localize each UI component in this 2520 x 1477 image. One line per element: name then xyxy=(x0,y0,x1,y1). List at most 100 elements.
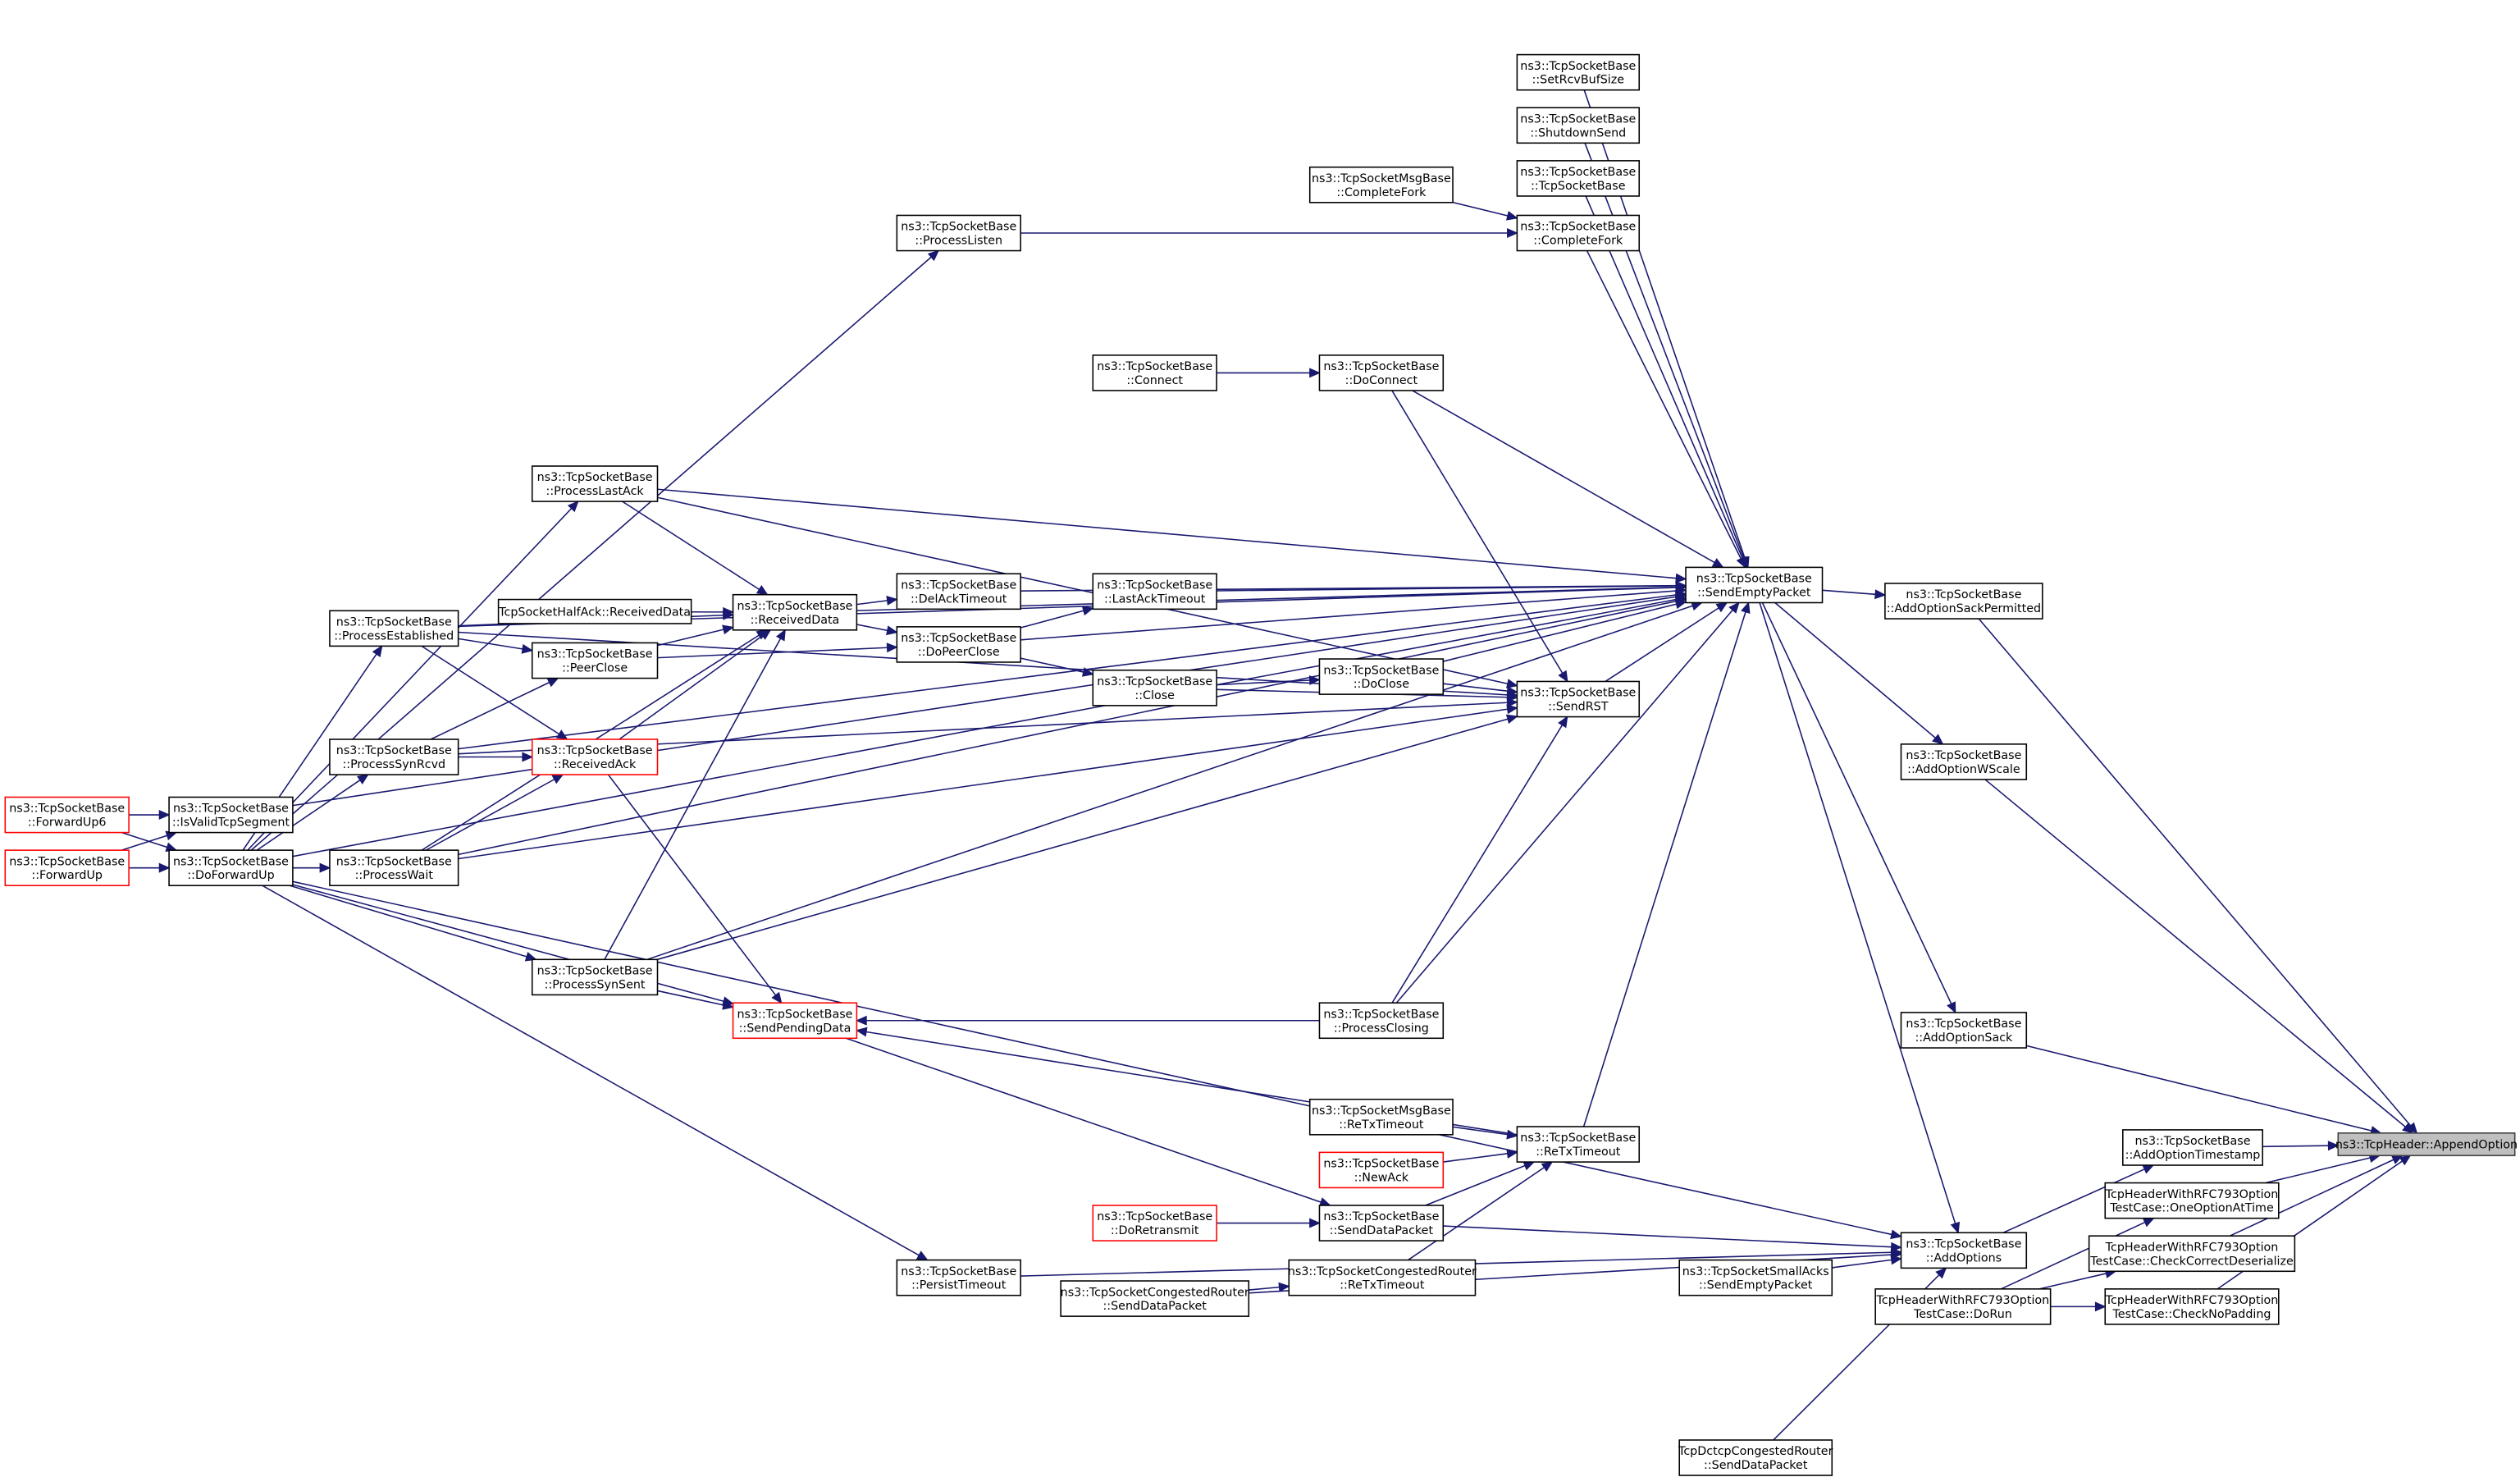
graph-node-rst[interactable]: ns3::TcpSocketBase::SendRST xyxy=(1516,680,1641,718)
node-label: ::PeerClose xyxy=(562,662,628,675)
node-label: ns3::TcpSocketBase xyxy=(1906,1017,2021,1031)
node-label: ::TcpSocketBase xyxy=(1531,180,1626,193)
graph-node-dcsdp[interactable]: TcpDctcpCongestedRouter::SendDataPacket xyxy=(1678,1439,1833,1476)
graph-node-rd[interactable]: ns3::TcpSocketBase::ReceivedData xyxy=(732,593,858,631)
graph-node-mcf[interactable]: ns3::TcpSocketMsgBase::CompleteFork xyxy=(1308,166,1454,203)
graph-node-ivs[interactable]: ns3::TcpSocketBase::IsValidTcpSegment xyxy=(168,796,294,834)
node-box xyxy=(1092,1205,1217,1242)
call-edge-na-to-rtt xyxy=(1443,1153,1508,1163)
graph-node-crsdp[interactable]: ns3::TcpSocketCongestedRouter::SendDataP… xyxy=(1060,1280,1250,1317)
node-box xyxy=(2122,1129,2263,1166)
node-label: ns3::TcpSocketBase xyxy=(1906,1238,2021,1251)
graph-node-fu[interactable]: ns3::TcpSocketBase::ForwardUp xyxy=(4,849,130,886)
call-edge-ccd-to-app xyxy=(2229,1159,2394,1237)
graph-node-ooat[interactable]: TcpHeaderWithRFC793OptionTestCase::OneOp… xyxy=(2104,1182,2280,1219)
node-label: ::ForwardUp xyxy=(31,869,103,882)
node-label: ::SendEmptyPacket xyxy=(1697,586,1811,599)
node-label: ns3::TcpSocketBase xyxy=(1906,749,2021,762)
arrowhead-icon xyxy=(886,596,898,606)
node-label: ns3::TcpHeader::AppendOption xyxy=(2335,1139,2518,1152)
graph-node-sep[interactable]: ns3::TcpSocketBase::SendEmptyPacket xyxy=(1685,566,1824,604)
graph-node-cf[interactable]: ns3::TcpSocketBase::CompleteFork xyxy=(1516,214,1641,252)
call-edge-dcon-to-sep xyxy=(1412,390,1715,564)
graph-node-sasep[interactable]: ns3::TcpSocketSmallAcks::SendEmptyPacket xyxy=(1678,1259,1833,1296)
graph-node-na[interactable]: ns3::TcpSocketBase::NewAck xyxy=(1318,1151,1445,1189)
graph-node-pe[interactable]: ns3::TcpSocketBase::ProcessEstablished xyxy=(329,610,459,647)
graph-node-ao[interactable]: ns3::TcpSocketBase::AddOptions xyxy=(1900,1232,2028,1269)
graph-node-aows[interactable]: ns3::TcpSocketBase::AddOptionWScale xyxy=(1900,743,2028,780)
arrowhead-icon xyxy=(1309,368,1321,378)
graph-node-pla[interactable]: ns3::TcpSocketBase::ProcessLastAck xyxy=(531,465,659,502)
graph-node-dcon[interactable]: ns3::TcpSocketBase::DoConnect xyxy=(1318,354,1445,391)
node-box xyxy=(1516,53,1641,91)
graph-node-aot[interactable]: ns3::TcpSocketBase::AddOptionTimestamp xyxy=(2122,1129,2263,1166)
node-box xyxy=(329,849,459,886)
call-edge-dr-to-ccd xyxy=(2038,1273,2107,1290)
graph-node-lat[interactable]: ns3::TcpSocketBase::LastAckTimeout xyxy=(1092,573,1217,610)
call-edge-cf-to-sep xyxy=(1586,250,1742,560)
graph-node-pcl[interactable]: ns3::TcpSocketBase::ProcessClosing xyxy=(1318,1002,1445,1040)
arrowhead-icon xyxy=(1558,670,1568,683)
graph-node-spd[interactable]: ns3::TcpSocketBase::SendPendingData xyxy=(732,1002,858,1040)
node-label: ::ReceivedAck xyxy=(554,758,637,771)
call-edge-pla-to-rd xyxy=(622,501,760,591)
node-box xyxy=(1685,566,1824,604)
node-box xyxy=(168,796,294,834)
node-box xyxy=(1092,669,1217,706)
call-edge-cls-to-dcl xyxy=(1217,679,1310,686)
call-edge-aos-to-app xyxy=(2026,1045,2372,1132)
graph-node-dpc[interactable]: ns3::TcpSocketBase::DoPeerClose xyxy=(896,626,1021,663)
call-edge-dpc-to-sep xyxy=(1020,590,1677,641)
graph-node-mrt[interactable]: ns3::TcpSocketMsgBase::ReTxTimeout xyxy=(1308,1098,1454,1136)
call-edge-crrt-to-rtt xyxy=(1408,1167,1545,1261)
graph-node-pt[interactable]: ns3::TcpSocketBase::PersistTimeout xyxy=(896,1259,1021,1296)
node-label: ns3::TcpSocketBase xyxy=(737,600,852,613)
node-label: TcpHeaderWithRFC793Option xyxy=(2105,1188,2279,1201)
graph-node-dat[interactable]: ns3::TcpSocketBase::DelAckTimeout xyxy=(896,573,1021,610)
graph-node-srb[interactable]: ns3::TcpSocketBase::SetRcvBufSize xyxy=(1516,53,1641,91)
graph-node-psr[interactable]: ns3::TcpSocketBase::ProcessSynRcvd xyxy=(329,738,459,775)
graph-node-ccd[interactable]: TcpHeaderWithRFC793OptionTestCase::Check… xyxy=(2088,1235,2296,1273)
graph-node-rtt[interactable]: ns3::TcpSocketBase::ReTxTimeout xyxy=(1516,1126,1641,1163)
graph-node-pss[interactable]: ns3::TcpSocketBase::ProcessSynSent xyxy=(531,958,659,996)
graph-node-aos[interactable]: ns3::TcpSocketBase::AddOptionSack xyxy=(1900,1012,2028,1049)
graph-node-drt[interactable]: ns3::TcpSocketBase::DoRetransmit xyxy=(1092,1205,1217,1242)
graph-node-con[interactable]: ns3::TcpSocketBase::Connect xyxy=(1092,354,1217,391)
node-label: ns3::TcpSocketBase xyxy=(1520,1132,1636,1145)
call-edge-fu-to-ivs xyxy=(121,835,167,851)
graph-node-shs[interactable]: ns3::TcpSocketBase::ShutdownSend xyxy=(1516,107,1641,144)
node-label: ::CompleteFork xyxy=(1336,186,1427,199)
graph-node-crrt[interactable]: ns3::TcpSocketCongestedRouter::ReTxTimeo… xyxy=(1288,1259,1477,1296)
arrowhead-icon xyxy=(158,862,171,873)
graph-node-cls[interactable]: ns3::TcpSocketBase::Close xyxy=(1092,669,1217,706)
graph-node-dfu[interactable]: ns3::TcpSocketBase::DoForwardUp xyxy=(168,849,294,886)
node-label: TcpHeaderWithRFC793Option xyxy=(1876,1294,2050,1307)
node-label: ::SendRST xyxy=(1548,701,1609,714)
graph-node-sdp[interactable]: ns3::TcpSocketBase::SendDataPacket xyxy=(1318,1205,1445,1242)
node-label: ::AddOptionWScale xyxy=(1907,763,2020,776)
node-label: ns3::TcpSocketBase xyxy=(1520,60,1636,73)
graph-node-ra[interactable]: ns3::TcpSocketBase::ReceivedAck xyxy=(531,738,659,775)
graph-node-tsb[interactable]: ns3::TcpSocketBase::TcpSocketBase xyxy=(1516,160,1641,197)
graph-node-aosp[interactable]: ns3::TcpSocketBase::AddOptionSackPermitt… xyxy=(1884,583,2043,620)
graph-node-pc[interactable]: ns3::TcpSocketBase::PeerClose xyxy=(531,642,659,679)
node-label: ns3::TcpSocketBase xyxy=(901,1265,1016,1278)
call-edge-sasep-to-ao xyxy=(1832,1259,1892,1269)
node-box xyxy=(896,573,1021,610)
arrowhead-icon xyxy=(1505,211,1518,221)
graph-node-pw[interactable]: ns3::TcpSocketBase::ProcessWait xyxy=(329,849,459,886)
call-edge-aows-to-app xyxy=(1984,779,2406,1127)
node-label: ::Close xyxy=(1134,689,1175,702)
graph-node-pl[interactable]: ns3::TcpSocketBase::ProcessListen xyxy=(896,214,1021,252)
graph-node-cnp[interactable]: TcpHeaderWithRFC793OptionTestCase::Check… xyxy=(2104,1288,2280,1325)
node-label: ::AddOptionSackPermitted xyxy=(1887,602,2041,615)
graph-node-hrd[interactable]: TcpSocketHalfAck::ReceivedData xyxy=(497,598,692,624)
arrowhead-icon xyxy=(158,810,171,821)
arrowhead-icon xyxy=(1506,686,1518,697)
graph-node-app[interactable]: ns3::TcpHeader::AppendOption xyxy=(2335,1132,2518,1157)
graph-node-dcl[interactable]: ns3::TcpSocketBase::DoClose xyxy=(1318,658,1445,695)
graph-node-fu6[interactable]: ns3::TcpSocketBase::ForwardUp6 xyxy=(4,796,130,834)
node-box xyxy=(1308,1098,1454,1136)
